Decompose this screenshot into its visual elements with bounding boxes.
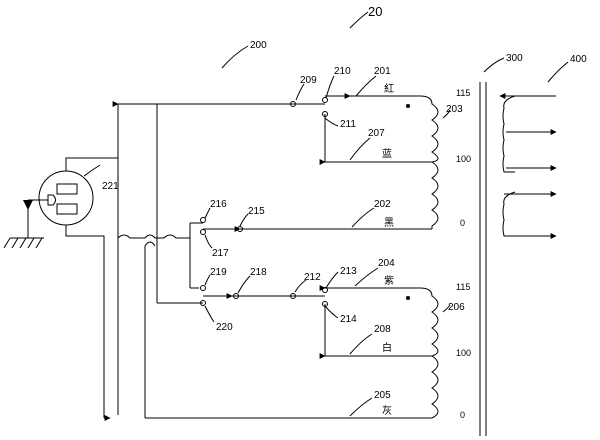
label-208: 208: [374, 324, 391, 335]
label-300: 300: [506, 53, 523, 64]
lower-winding: [406, 287, 439, 419]
label-200: 200: [250, 40, 267, 51]
label-214: 214: [340, 314, 357, 325]
transformer-core: [479, 82, 487, 436]
upper-tap-100: 100: [456, 154, 471, 164]
label-213: 213: [340, 266, 357, 277]
figure-number: 20: [368, 4, 382, 19]
upper-winding: [406, 95, 439, 229]
label-221: 221: [102, 181, 119, 192]
wire-gray: 灰: [382, 404, 392, 417]
leader-20: [349, 11, 369, 29]
wire-white: 白: [382, 341, 392, 354]
label-215: 215: [248, 206, 265, 217]
power-socket: [28, 164, 101, 226]
label-205: 205: [374, 390, 391, 401]
wire-purple: 紫: [384, 275, 394, 287]
leader-400: [547, 61, 569, 83]
label-220: 220: [216, 322, 233, 333]
ground-symbol: [3, 200, 44, 249]
label-210: 210: [334, 66, 351, 77]
label-203: 203: [446, 104, 463, 115]
part-leaders: [204, 75, 451, 417]
label-218: 218: [250, 267, 267, 278]
label-207: 207: [368, 128, 385, 139]
wire-red: 紅: [384, 83, 394, 95]
upper-tap-115: 115: [456, 88, 470, 98]
label-219: 219: [210, 267, 227, 278]
label-201: 201: [374, 66, 391, 77]
wiring: [65, 93, 432, 421]
lower-tap-100: 100: [456, 348, 471, 358]
label-216: 216: [210, 199, 227, 210]
secondary-windings: [499, 93, 557, 239]
lower-tap-0: 0: [460, 410, 465, 420]
label-211: 211: [340, 119, 356, 130]
label-204: 204: [378, 258, 395, 269]
label-400: 400: [570, 54, 587, 65]
wire-black: 黑: [384, 217, 394, 229]
leader-200: [221, 45, 249, 69]
label-209: 209: [300, 75, 317, 86]
label-212: 212: [304, 272, 321, 283]
label-217: 217: [212, 248, 229, 259]
leader-300: [483, 57, 505, 73]
upper-tap-0: 0: [460, 218, 465, 228]
label-206: 206: [448, 302, 465, 313]
wire-blue: 蓝: [382, 148, 392, 160]
lower-tap-115: 115: [456, 282, 470, 292]
label-202: 202: [374, 199, 391, 210]
